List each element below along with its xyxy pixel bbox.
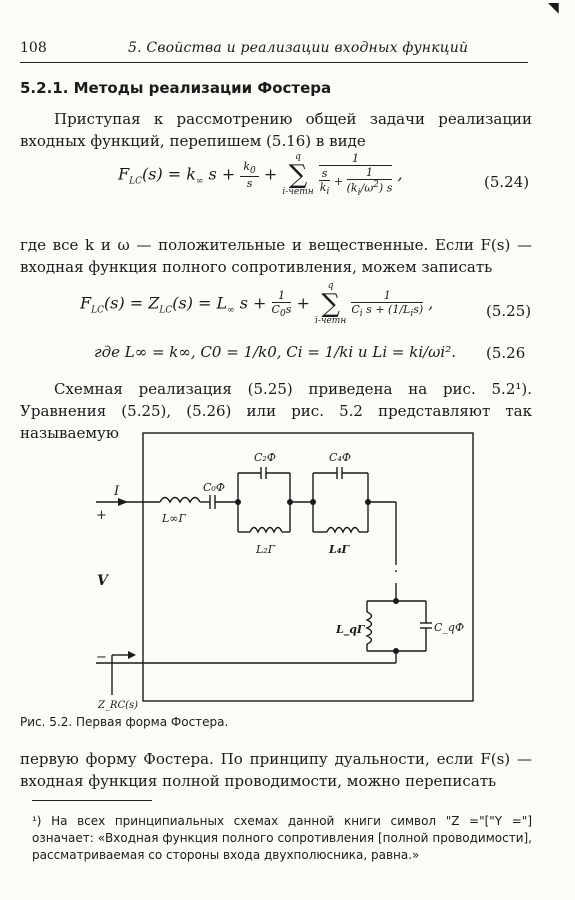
- label-lq: L_qГ: [335, 623, 366, 637]
- paragraph-2: где все k и ω — положительные и веществе…: [20, 236, 532, 276]
- footnote: ¹) На всех принципиальных схемах данной …: [32, 814, 532, 862]
- running-title: 5. Свойства и реализации входных функций: [128, 40, 469, 56]
- footnote-rule: [32, 800, 152, 801]
- page-number: 108: [20, 40, 47, 56]
- inductor-linf: [159, 496, 201, 504]
- label-plus: +: [96, 508, 107, 523]
- label-c4: C₄Ф: [329, 451, 351, 464]
- inductor-l2: [249, 526, 283, 534]
- label-c0: C₀Ф: [203, 481, 225, 494]
- label-current: I: [113, 484, 120, 499]
- inductor-lq: [365, 611, 373, 645]
- label-l2: L₂Г: [255, 543, 276, 556]
- figure-caption: Рис. 5.2. Первая форма Фостера.: [20, 715, 229, 729]
- corner-mark: ◥: [548, 0, 559, 16]
- paragraph-1: Приступая к рассмотрению общей задачи ре…: [20, 110, 532, 150]
- label-z: Z_RC(s): [97, 700, 138, 711]
- equation-5-26: где L∞ = k∞, C0 = 1/k0, Ci = 1/ki и Li =…: [94, 343, 456, 361]
- equation-5-25-number: (5.25): [486, 302, 532, 320]
- section-title: 5.2.1. Методы реализации Фостера: [20, 79, 332, 97]
- label-minus: −: [96, 650, 107, 665]
- header-rule: [20, 62, 528, 63]
- equation-5-26-number: (5.26: [486, 344, 526, 362]
- label-c2: C₂Ф: [254, 451, 276, 464]
- figure-5-2-circuit: I + − V C₀Ф L∞Г C₂Ф L₂Г C₄Ф L₄Г L_qГ C_q…: [96, 432, 474, 711]
- paragraph-4: первую форму Фостера. По принципу дуальн…: [20, 750, 532, 790]
- inductor-l4: [326, 526, 360, 534]
- label-cq: C_qФ: [434, 621, 464, 634]
- label-voltage: V: [97, 573, 110, 589]
- label-linf: L∞Г: [161, 512, 186, 525]
- paragraph-3: Схемная реализация (5.25) приведена на р…: [20, 380, 532, 442]
- equation-5-24-number: (5.24): [484, 173, 530, 191]
- label-l4: L₄Г: [328, 543, 351, 556]
- two-port-box: [142, 432, 474, 702]
